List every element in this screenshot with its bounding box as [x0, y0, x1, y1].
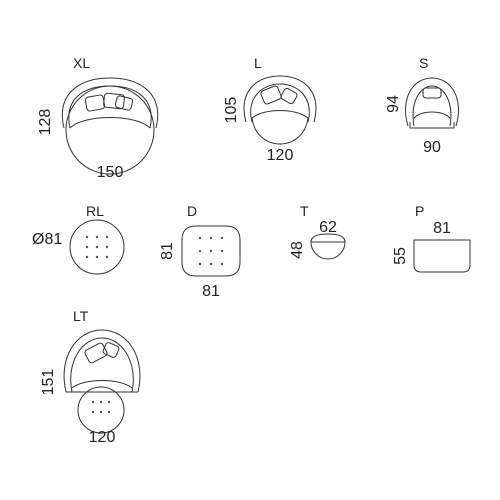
- item-t-label: T: [300, 203, 309, 219]
- item-t-width: 62: [319, 219, 337, 236]
- item-p-depth: 55: [392, 247, 409, 265]
- item-t-depth: 48: [289, 241, 306, 259]
- item-rl-diameter: Ø81: [32, 231, 62, 248]
- item-s-depth: 94: [385, 95, 402, 113]
- item-rl-label: RL: [86, 203, 104, 219]
- item-s: S 94 90: [385, 55, 460, 156]
- item-d-width: 81: [202, 283, 220, 300]
- item-rl-drawing: [69, 219, 125, 275]
- item-lt: LT 151 120: [40, 308, 141, 446]
- item-d: D 81 81: [159, 203, 241, 300]
- item-t-drawing: [310, 233, 346, 260]
- item-d-label: D: [187, 203, 197, 219]
- item-xl-depth: 128: [37, 109, 54, 136]
- item-l-width: 120: [267, 147, 294, 164]
- item-lt-drawing: [63, 329, 141, 434]
- item-xl-label: XL: [73, 55, 90, 71]
- item-d-drawing: [181, 225, 241, 277]
- item-lt-width: 120: [89, 429, 116, 446]
- item-l-label: L: [254, 55, 262, 71]
- item-p: P 55 81: [392, 203, 471, 273]
- item-p-drawing: [413, 239, 471, 273]
- item-xl: XL 128 150: [37, 55, 159, 181]
- item-p-label: P: [415, 203, 424, 219]
- item-d-depth: 81: [159, 242, 176, 260]
- item-s-label: S: [419, 55, 428, 71]
- item-l: L 105 120: [223, 55, 317, 164]
- item-s-width: 90: [423, 139, 441, 156]
- item-s-drawing: [404, 77, 460, 129]
- item-t: T 48 62: [289, 203, 346, 260]
- item-lt-label: LT: [73, 308, 89, 324]
- item-rl: RL Ø81: [32, 203, 125, 275]
- item-l-drawing: [243, 75, 317, 145]
- item-xl-drawing: [61, 77, 159, 175]
- item-lt-depth: 151: [40, 369, 57, 396]
- item-l-depth: 105: [223, 97, 240, 124]
- item-p-width: 81: [433, 220, 451, 237]
- item-xl-width: 150: [97, 164, 124, 181]
